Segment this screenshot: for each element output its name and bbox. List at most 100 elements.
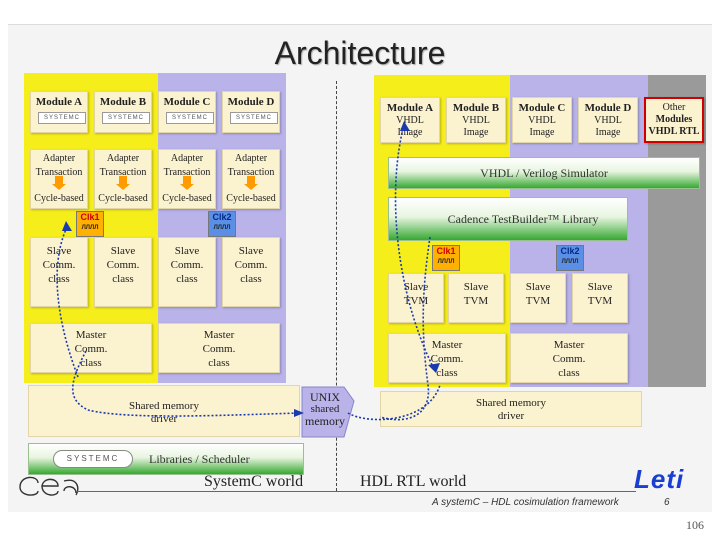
unix-label: shared xyxy=(310,403,340,415)
module-title: Module D xyxy=(584,102,632,114)
module-sub: VHDL xyxy=(462,115,490,126)
clock-wave-icon: ЛЛЛЛ xyxy=(213,225,231,231)
footer-rule xyxy=(76,491,636,492)
clock-label: Clk1 xyxy=(80,212,100,222)
clock-label: Clk1 xyxy=(436,246,456,256)
shared-memory-label: Shared memory xyxy=(476,397,546,409)
master-label: class xyxy=(436,367,458,379)
slave-label: class xyxy=(112,273,134,285)
libraries-scheduler-bar[interactable]: SYSTEMC Libraries / Scheduler xyxy=(28,443,304,475)
systemc-master-comm-class-2[interactable]: Master Comm. class xyxy=(158,323,280,373)
vhdl-module-a[interactable]: Module A VHDL Image xyxy=(380,97,440,143)
cea-logo-shape xyxy=(19,476,79,496)
systemc-chip-icon: SYSTEMC xyxy=(230,112,278,124)
page-number: 106 xyxy=(686,518,704,532)
module-sub: Image xyxy=(397,127,423,138)
systemc-path-up xyxy=(56,224,79,378)
unix-shared-memory[interactable]: UNIX shared memory xyxy=(296,385,356,439)
adapter-cycle: Cycle-based xyxy=(34,193,84,204)
unix-to-hdl-drop xyxy=(379,236,431,421)
systemc-module-c[interactable]: Module C SYSTEMC xyxy=(158,91,216,133)
arrow-head-icon xyxy=(400,121,410,131)
other-modules-label: Other xyxy=(662,102,686,113)
module-title: Module C xyxy=(518,102,566,114)
tvm-label: Slave xyxy=(525,281,551,293)
tvm-label: TVM xyxy=(587,295,613,307)
adapter-transaction: Transaction xyxy=(227,167,275,178)
unix-label: memory xyxy=(305,414,345,428)
slave-tvm-b[interactable]: Slave TVM xyxy=(448,273,504,323)
module-sub: VHDL xyxy=(594,115,622,126)
shared-memory-label: driver xyxy=(497,410,525,422)
master-label: class xyxy=(208,357,230,369)
systemc-logo: SYSTEMC xyxy=(53,450,133,468)
systemc-shared-memory-driver[interactable]: Shared memory driver xyxy=(28,385,300,437)
vhdl-module-c[interactable]: Module C VHDL Image xyxy=(512,97,572,143)
adapter-label: Adapter xyxy=(170,153,204,164)
adapter-b[interactable]: Adapter Transaction Cycle-based xyxy=(94,149,152,209)
arrow-down-icon xyxy=(180,176,194,190)
slave-label: Slave xyxy=(174,245,200,257)
adapter-d[interactable]: Adapter Transaction Cycle-based xyxy=(222,149,280,209)
systemc-module-a[interactable]: Module A SYSTEMC xyxy=(30,91,88,133)
slave-tvm-a[interactable]: Slave TVM xyxy=(388,273,444,323)
tvm-label: Slave xyxy=(463,281,489,293)
cadence-testbuilder-bar[interactable]: Cadence TestBuilder™ Library xyxy=(388,197,628,241)
slave-comm-class-b[interactable]: Slave Comm. class xyxy=(94,237,152,307)
slave-tvm-c[interactable]: Slave TVM xyxy=(510,273,566,323)
adapter-a[interactable]: Adapter Transaction Cycle-based xyxy=(30,149,88,209)
systemc-module-d[interactable]: Module D SYSTEMC xyxy=(222,91,280,133)
cea-logo: ceal xyxy=(18,469,82,499)
systemc-chip-icon: SYSTEMC xyxy=(166,112,214,124)
master-label: Comm. xyxy=(430,353,464,365)
slide-title: Architecture xyxy=(274,35,446,71)
master-label: class xyxy=(558,367,580,379)
slave-label: Comm. xyxy=(234,259,268,271)
module-title: Module B xyxy=(99,96,147,108)
clock-wave-icon: ЛЛЛЛ xyxy=(81,225,99,231)
adapter-transaction: Transaction xyxy=(163,167,211,178)
hdl-shared-memory-driver[interactable]: Shared memory driver xyxy=(380,391,642,427)
master-label: Comm. xyxy=(552,353,586,365)
module-sub: Image xyxy=(529,127,555,138)
slave-comm-class-d[interactable]: Slave Comm. class xyxy=(222,237,280,307)
arrow-head-icon xyxy=(62,221,72,231)
vhdl-module-d[interactable]: Module D VHDL Image xyxy=(578,97,638,143)
module-sub: VHDL xyxy=(528,115,556,126)
communication-paths xyxy=(56,121,441,421)
systemc-module-b[interactable]: Module B SYSTEMC xyxy=(94,91,152,133)
hdl-clock-2: Clk2 ЛЛЛЛ xyxy=(556,245,584,271)
vhdl-verilog-simulator-bar[interactable]: VHDL / Verilog Simulator xyxy=(388,157,700,189)
vhdl-module-b[interactable]: Module B VHDL Image xyxy=(446,97,506,143)
tvm-label: TVM xyxy=(463,295,489,307)
hdl-master-comm-class-2[interactable]: Master Comm. class xyxy=(510,333,628,383)
slave-tvm-d[interactable]: Slave TVM xyxy=(572,273,628,323)
systemc-path-master xyxy=(72,350,301,417)
clock-label: Clk2 xyxy=(212,212,232,222)
module-title: Module A xyxy=(386,102,434,114)
module-title: Module A xyxy=(35,96,83,108)
slave-label: class xyxy=(176,273,198,285)
systemc-clock-2: Clk2 ЛЛЛЛ xyxy=(208,211,236,237)
adapter-c[interactable]: Adapter Transaction Cycle-based xyxy=(158,149,216,209)
slave-comm-class-c[interactable]: Slave Comm. class xyxy=(158,237,216,307)
slave-label: class xyxy=(240,273,262,285)
clock-wave-icon: ЛЛЛЛ xyxy=(561,259,579,265)
slave-label: Comm. xyxy=(106,259,140,271)
systemc-master-comm-class-1[interactable]: Master Comm. class xyxy=(30,323,152,373)
hdl-master-comm-class-1[interactable]: Master Comm. class xyxy=(388,333,506,383)
master-label: Comm. xyxy=(202,343,236,355)
adapter-cycle: Cycle-based xyxy=(162,193,212,204)
world-separator xyxy=(336,81,337,491)
other-modules-vhdl-rtl[interactable]: Other Modules VHDL RTL xyxy=(644,97,704,143)
hdl-path-left xyxy=(394,124,434,368)
tvm-label: Slave xyxy=(587,281,613,293)
adapter-label: Adapter xyxy=(234,153,268,164)
libraries-scheduler-label: Libraries / Scheduler xyxy=(149,452,250,466)
slide: Architecture Module A SYSTEMC Module B S… xyxy=(8,24,712,512)
footer-slide-number: 6 xyxy=(664,497,670,508)
unix-memory-shape xyxy=(301,386,355,438)
tvm-label: TVM xyxy=(525,295,551,307)
systemc-chip-icon: SYSTEMC xyxy=(102,112,150,124)
tvm-label: Slave xyxy=(403,281,429,293)
